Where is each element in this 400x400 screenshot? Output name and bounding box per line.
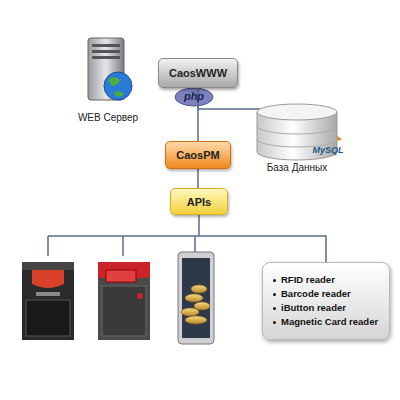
coin-device-icon bbox=[178, 252, 214, 344]
node-title: CaosPM bbox=[176, 149, 219, 161]
connector-line bbox=[199, 215, 326, 262]
reader-name: iButton reader bbox=[281, 301, 346, 315]
connector-line bbox=[197, 169, 199, 188]
bullet-dot bbox=[273, 279, 276, 282]
php-logo-text: php bbox=[178, 90, 210, 102]
bullet-dot bbox=[273, 293, 276, 296]
reader-name: RFID reader bbox=[281, 273, 335, 287]
device-bus bbox=[48, 236, 199, 256]
list-item: Barcode reader bbox=[273, 287, 351, 301]
reader-name: Magnetic Card reader bbox=[281, 315, 378, 329]
server-label: WEB Сервер bbox=[76, 112, 140, 123]
server-icon bbox=[88, 38, 132, 100]
cash-machine-icon bbox=[22, 262, 74, 340]
process-box: CaosWWW bbox=[158, 58, 238, 88]
list-item: iButton reader bbox=[273, 301, 346, 315]
reader-name: Barcode reader bbox=[281, 287, 351, 301]
bullet-dot bbox=[273, 321, 276, 324]
node-title: CaosWWW bbox=[169, 67, 227, 79]
php-badge bbox=[175, 88, 213, 106]
mysql-logo-text: MySQL bbox=[308, 145, 348, 155]
list-item: Magnetic Card reader bbox=[273, 315, 378, 329]
process-box: CaosPM bbox=[165, 141, 231, 169]
bullet-dot bbox=[273, 307, 276, 310]
process-box: APIs bbox=[170, 188, 228, 215]
safe-icon bbox=[98, 262, 150, 340]
list-item: RFID reader bbox=[273, 273, 335, 287]
node-title: APIs bbox=[187, 196, 211, 208]
node-caption: База Данных bbox=[252, 162, 342, 173]
reader-list-box: RFID readerBarcode readeriButton readerM… bbox=[262, 262, 390, 340]
database-cylinder: База Данных bbox=[252, 102, 342, 178]
